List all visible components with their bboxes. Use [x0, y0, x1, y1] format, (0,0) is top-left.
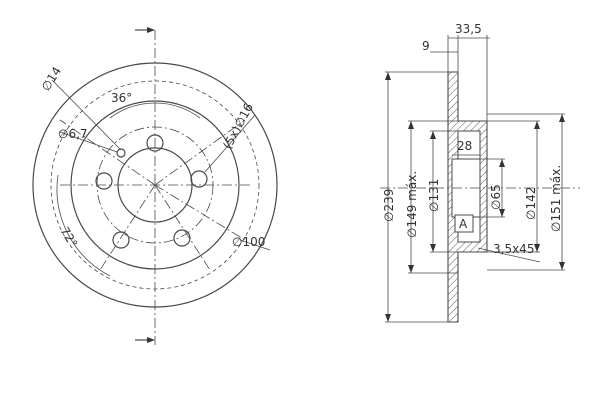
radial-centerline: [99, 184, 156, 271]
arrow-head: [430, 244, 436, 252]
leader-small-hole: [59, 131, 118, 153]
label-inner-max: ∅149 máx.: [405, 171, 419, 238]
label-d28: 28: [457, 139, 472, 153]
arrow-head: [147, 337, 155, 343]
arrow-head: [408, 121, 414, 129]
datum-box: [454, 214, 474, 233]
label-height: 33,5: [455, 22, 482, 36]
angle-arc-72: [56, 174, 111, 277]
label-d131: ∅131: [427, 179, 441, 212]
angle-arc-36: [109, 102, 201, 119]
arrow-head: [499, 159, 505, 167]
label-d151: ∅151 máx.: [549, 165, 563, 232]
bolt-hole: [95, 172, 113, 190]
leader-chamfer: [477, 247, 541, 263]
section-view: A 9 33,5 ∅239 ∅149 máx. ∅131: [380, 22, 580, 323]
bolt-hole: [173, 229, 191, 247]
locating-hole: [116, 148, 126, 158]
leader-hole-14: [51, 79, 122, 151]
bolt-hole: [190, 170, 208, 188]
arrow-head: [385, 72, 391, 80]
radial-centerline: [154, 184, 246, 241]
arrow-head: [408, 265, 414, 273]
leader-pcd: [239, 239, 271, 251]
arrow-head: [430, 131, 436, 139]
label-bolt-angle: 36°: [111, 91, 132, 105]
label-thickness: 9: [422, 39, 430, 53]
label-small-hole: ∅6,7: [58, 127, 88, 141]
arrow-head: [559, 114, 565, 122]
radial-centerline: [59, 119, 156, 186]
label-d142: ∅142: [524, 187, 538, 220]
leader-bolt-holes: [204, 114, 256, 173]
label-chamfer: 3,5x45°: [493, 242, 540, 256]
radial-centerline: [154, 119, 246, 186]
datum-label: A: [459, 217, 468, 231]
front-view: ∅14 36° ∅6,7 (5x)∅16 72° ∅100: [32, 27, 278, 345]
arrow-head: [534, 244, 540, 252]
label-outer-dia: ∅239: [382, 189, 396, 222]
arrow-head: [147, 27, 155, 33]
label-d65: ∅65: [489, 184, 503, 210]
label-pcd: ∅100: [232, 235, 265, 249]
arrow-head: [559, 262, 565, 270]
arrow-head: [499, 209, 505, 217]
radial-centerline: [154, 184, 211, 271]
bolt-hole: [112, 231, 130, 249]
label-hole-dia: ∅14: [39, 64, 65, 93]
arrow-head: [534, 121, 540, 129]
arrow-head: [385, 314, 391, 322]
